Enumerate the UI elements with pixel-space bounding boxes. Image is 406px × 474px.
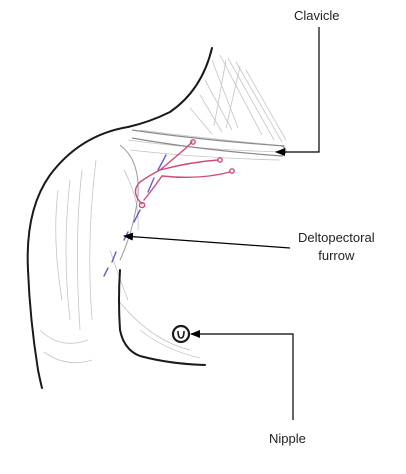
shoulder-top-outline bbox=[127, 47, 213, 128]
nipple-icon bbox=[171, 324, 191, 344]
nipple-leader bbox=[190, 330, 294, 420]
clavicle-bone bbox=[131, 129, 287, 157]
deltopectoral-furrow-label: Deltopectoral furrow bbox=[298, 229, 375, 265]
deltopectoral-label-line1: Deltopectoral bbox=[298, 230, 375, 245]
clavicle-label: Clavicle bbox=[294, 8, 340, 23]
arm-outer-outline bbox=[26, 126, 129, 389]
clavicle-leader bbox=[275, 27, 320, 156]
deltoid-boundary bbox=[119, 144, 139, 261]
leader-lines bbox=[123, 27, 320, 420]
nipple-label: Nipple bbox=[269, 431, 306, 446]
deltopectoral-leader bbox=[123, 232, 291, 249]
pencil-shading bbox=[39, 54, 287, 364]
thoracoacromial-vessels bbox=[134, 139, 235, 209]
body-outline bbox=[26, 47, 213, 389]
arm-inner-outline bbox=[118, 269, 206, 366]
deltopectoral-label-line2: furrow bbox=[318, 248, 355, 263]
